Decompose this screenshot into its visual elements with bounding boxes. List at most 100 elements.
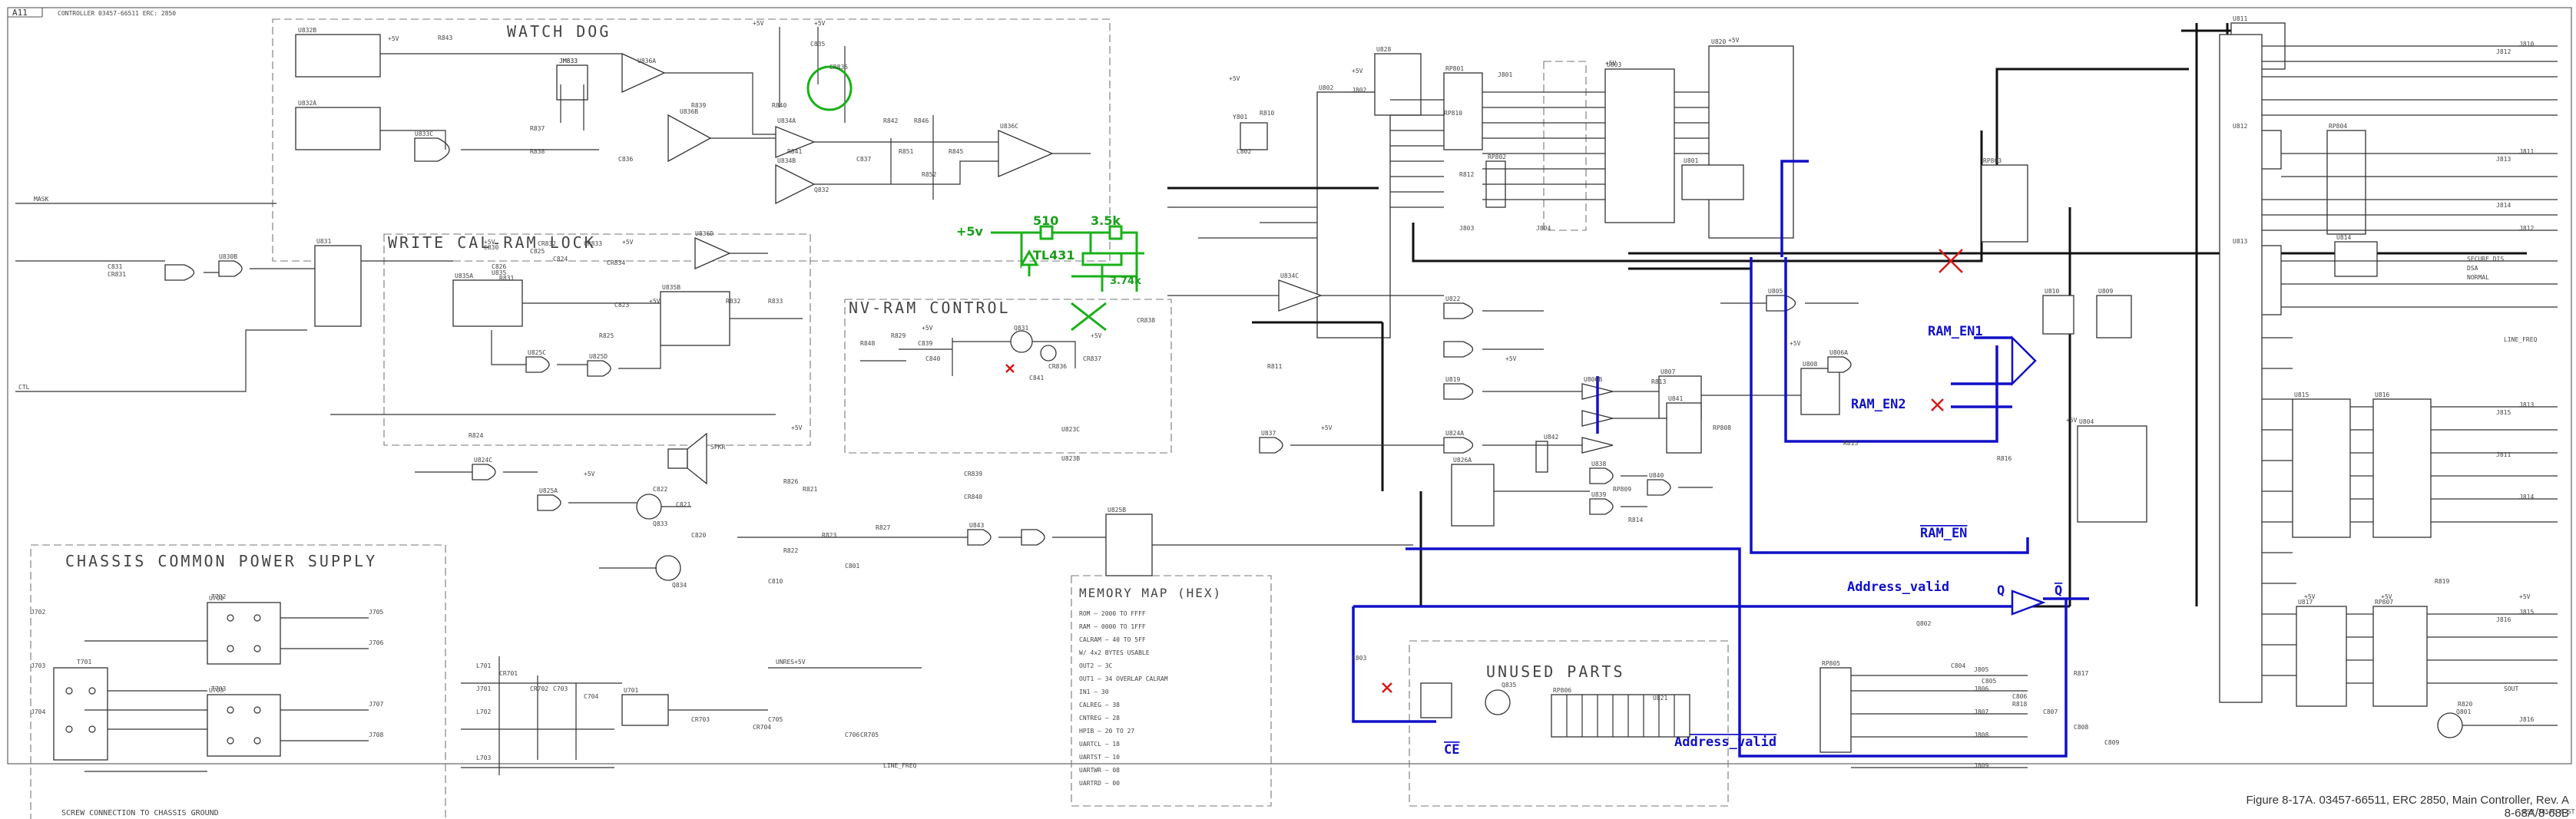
transistor-q831	[1010, 330, 1033, 353]
gate-u825b	[537, 494, 561, 511]
signal-ctl: CTL	[18, 384, 30, 391]
part-label-resistors: R833	[768, 298, 783, 305]
green-circle-mark	[806, 65, 853, 111]
part-label-resistors: R810	[1260, 110, 1274, 117]
part-label-resistors: R817	[2074, 670, 2088, 677]
transformer-t703	[207, 694, 281, 757]
power-label-5v: +5V	[1505, 355, 1517, 362]
part-label-resistors: R827	[876, 524, 890, 531]
part-label-chips: U836C	[1000, 123, 1018, 130]
right-signal-label: J816	[2496, 616, 2511, 623]
watchdog-title: WATCH DOG	[507, 22, 611, 41]
opamp-u834b	[775, 163, 816, 205]
chip-u802-rom	[1604, 68, 1675, 223]
chip-u820	[1451, 464, 1495, 527]
part-label-connectors: J801	[1498, 71, 1512, 78]
part-label-chips: U836D	[695, 230, 714, 237]
label-q-bar: Q	[2055, 583, 2062, 599]
part-label-connectors: J708	[369, 731, 383, 738]
gate-u822a	[1589, 467, 1614, 484]
part-label-resistors: R824	[469, 432, 483, 439]
gate-u825c	[525, 356, 550, 373]
chip-u826a	[1105, 514, 1153, 576]
part-label-diodes: CR703	[691, 716, 710, 723]
part-label-capacitors: C820	[691, 532, 706, 539]
jumper-j814	[1535, 441, 1548, 473]
part-label-diodes: CR832	[538, 240, 556, 247]
part-label-connectors: J808	[1974, 731, 1988, 738]
part-label-connectors: J812	[2519, 225, 2534, 232]
power-label-5v: +5V	[2304, 593, 2316, 600]
part-label-chips: U822	[1445, 296, 1460, 302]
chip-u835a	[452, 279, 523, 327]
signal-line-freq-left: LINE_FREQ	[883, 762, 917, 769]
part-label-connectors: J802	[1352, 87, 1366, 94]
power-label-5v: +5V	[584, 471, 595, 477]
power-label-5v: +5V	[622, 239, 634, 246]
part-label-chips: U813	[2233, 238, 2247, 245]
part-label-resistors: R812	[1459, 171, 1474, 178]
label-dsa: DSA	[2467, 265, 2478, 272]
transistor-q833	[636, 494, 662, 520]
part-label-connectors: JM833	[559, 58, 578, 64]
part-label-capacitors: C805	[1982, 678, 1996, 685]
part-label-transistors: Q835	[1502, 682, 1516, 689]
right-signal-label: J813	[2496, 156, 2511, 163]
part-label-chips: U835	[492, 269, 506, 276]
part-label-connectors: J707	[369, 701, 383, 708]
memory-map-row: ROM — 2000 TO FFFF	[1079, 610, 1146, 617]
opamp-u836b	[667, 114, 712, 163]
part-label-resistor_packs: RP802	[1488, 154, 1506, 160]
power-labels: +5V+5V+5V+5V+5V+5V+5V+5V+5V+5V+5V+5V+5V+…	[388, 20, 2531, 600]
part-label-connectors: J813	[2519, 401, 2534, 408]
red-x-bottom	[1382, 682, 1392, 693]
part-label-chips: U834A	[777, 117, 796, 124]
blue-annotation-group: RAM_EN1 RAM_EN2 RAM_EN Address_valid Add…	[1352, 160, 2089, 758]
chip-u822-unused	[1420, 682, 1452, 718]
power-label-5v: +5V	[388, 35, 399, 42]
resistor-pack-rp810	[2372, 606, 2428, 707]
gate-u824a	[1443, 383, 1474, 400]
part-label-resistors: R842	[883, 117, 898, 124]
part-label-transistors: Q832	[814, 187, 829, 193]
part-label-transistors: Q801	[2456, 708, 2471, 715]
blue-gate-ram-en1	[2011, 335, 2037, 387]
part-label-resistor_packs: RP806	[1553, 687, 1571, 694]
memory-map-row: UARTRD — 00	[1079, 780, 1120, 787]
part-label-chips: U807	[1660, 368, 1675, 375]
part-label-chips: JM833	[559, 58, 578, 64]
part-label-chips: U825A	[539, 487, 558, 494]
part-label-chips: U817	[2298, 599, 2313, 606]
speaker-driver	[667, 448, 688, 469]
chip-u819-uart	[2296, 606, 2347, 707]
part-label-capacitors: C804	[1951, 662, 1965, 669]
part-label-chips: U836A	[637, 58, 656, 64]
chip-u804	[1681, 164, 1744, 200]
part-label-capacitors: C835	[810, 41, 825, 48]
part-label-resistors: R816	[1997, 455, 2011, 462]
part-label-connectors: J704	[31, 708, 45, 715]
green-regulator-annotation: +5v 510 3.5k TL431 3.74k	[956, 213, 1144, 332]
signal-unres: UNRES+5V	[776, 659, 806, 665]
chip-u817	[2372, 398, 2432, 538]
right-signal-label: J814	[2496, 202, 2511, 209]
opamp-u836a	[621, 52, 666, 94]
part-label-resistors: R838	[530, 148, 545, 155]
part-label-resistors: R841	[787, 148, 802, 155]
part-label-transformers: T701	[77, 659, 91, 665]
power-label-5v: +5V	[2066, 417, 2078, 424]
power-label-5v: +5V	[1728, 37, 1740, 44]
part-label-chips: U802	[1319, 84, 1333, 91]
part-label-resistor_packs: RP808	[1713, 424, 1731, 431]
part-label-capacitors: C836	[618, 156, 633, 163]
jumper-jm833	[556, 64, 588, 101]
chip-u835b	[660, 291, 730, 346]
green-r1-label: 510	[1033, 213, 1058, 228]
power-label-5v: +5V	[791, 424, 803, 431]
chip-u823	[1374, 53, 1422, 116]
chip-u816-hpib	[2292, 398, 2351, 538]
part-label-diodes: CR833	[584, 240, 602, 247]
green-r3-label: 3.74k	[1110, 276, 1141, 287]
part-label-chips: U840	[1649, 472, 1664, 479]
